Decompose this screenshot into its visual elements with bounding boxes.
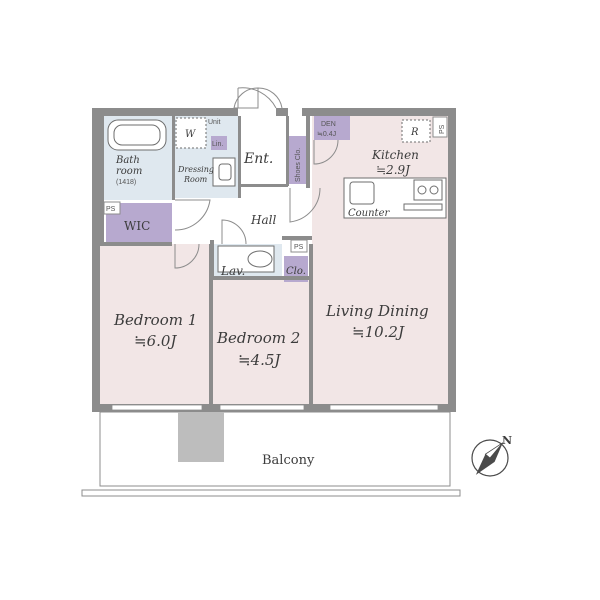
entrance-floor: [240, 130, 288, 184]
fridge-box: [401, 119, 431, 143]
washer-box: [175, 117, 207, 149]
bedroom2-area: ≒4.5J: [238, 351, 281, 369]
door-den: [313, 139, 339, 165]
door-hall: [221, 219, 247, 245]
labels: Bath room (1418) W Unit Lin. Dressing Ro…: [106, 119, 446, 468]
entrance-label: Ent.: [243, 151, 273, 167]
ent-arc-right: [257, 87, 283, 109]
doors: [174, 87, 339, 269]
shoes-label: Shoes Clo.: [295, 148, 302, 182]
linen-label: Lin.: [212, 141, 223, 148]
balcony-area: [99, 411, 451, 487]
compass: N: [471, 434, 512, 477]
bedroom1-floor: [100, 244, 210, 408]
closet-label: Clo.: [286, 266, 306, 277]
bedroom1-name: Bedroom 1: [113, 311, 197, 329]
washer-label: W: [185, 129, 196, 140]
unit-label: Unit: [208, 119, 221, 126]
fixtures: [107, 117, 447, 273]
door-dressing: [174, 199, 211, 231]
bedroom1-area: ≒6.0J: [134, 332, 177, 350]
balcony: [81, 411, 461, 497]
hall-label: Hall: [250, 213, 276, 227]
living-area: ≒10.2J: [352, 323, 405, 341]
bathroom-size: (1418): [116, 179, 136, 186]
den-name: DEN: [321, 121, 336, 128]
counter-label: Counter: [348, 208, 390, 219]
bathroom-label-2: room: [116, 166, 142, 177]
living-name: Living Dining: [325, 302, 429, 320]
dressing-label-1: Dressing: [177, 165, 214, 174]
balcony-block: [178, 412, 224, 462]
kitchen-area: ≒2.9J: [376, 163, 411, 177]
toilet: [247, 250, 273, 268]
ps-box-kitchen: [432, 116, 448, 138]
linen-box: [211, 136, 227, 150]
lavatory-label: Lav.: [220, 264, 245, 278]
bedroom2-name: Bedroom 2: [216, 329, 300, 347]
door-living: [289, 187, 321, 223]
compass-north-label: N: [502, 434, 512, 447]
dressing-label-2: Room: [183, 175, 208, 184]
ps-left-label: PS: [106, 206, 116, 213]
sink: [349, 181, 375, 205]
refrigerator-label: R: [410, 127, 419, 138]
windows: [111, 404, 439, 411]
compass-circle-icon: [471, 439, 509, 477]
door-bedroom1: [174, 243, 200, 269]
shoes-box: [288, 136, 306, 184]
wic-label: WIC: [124, 219, 150, 233]
ps-hall-label: PS: [294, 244, 304, 251]
bedroom2-floor: [213, 276, 309, 408]
ps-kitchen-label: PS: [439, 124, 446, 134]
bathroom-label-1: Bath: [115, 155, 140, 166]
storage: [103, 116, 448, 282]
den-area: ≒0.4J: [317, 131, 336, 138]
kitchen-name: Kitchen: [371, 148, 419, 162]
den-box: [314, 116, 350, 140]
balcony-rail: [81, 489, 461, 497]
living-floor: [312, 114, 448, 408]
balcony-label: Balcony: [262, 453, 315, 468]
stove: [413, 179, 443, 201]
